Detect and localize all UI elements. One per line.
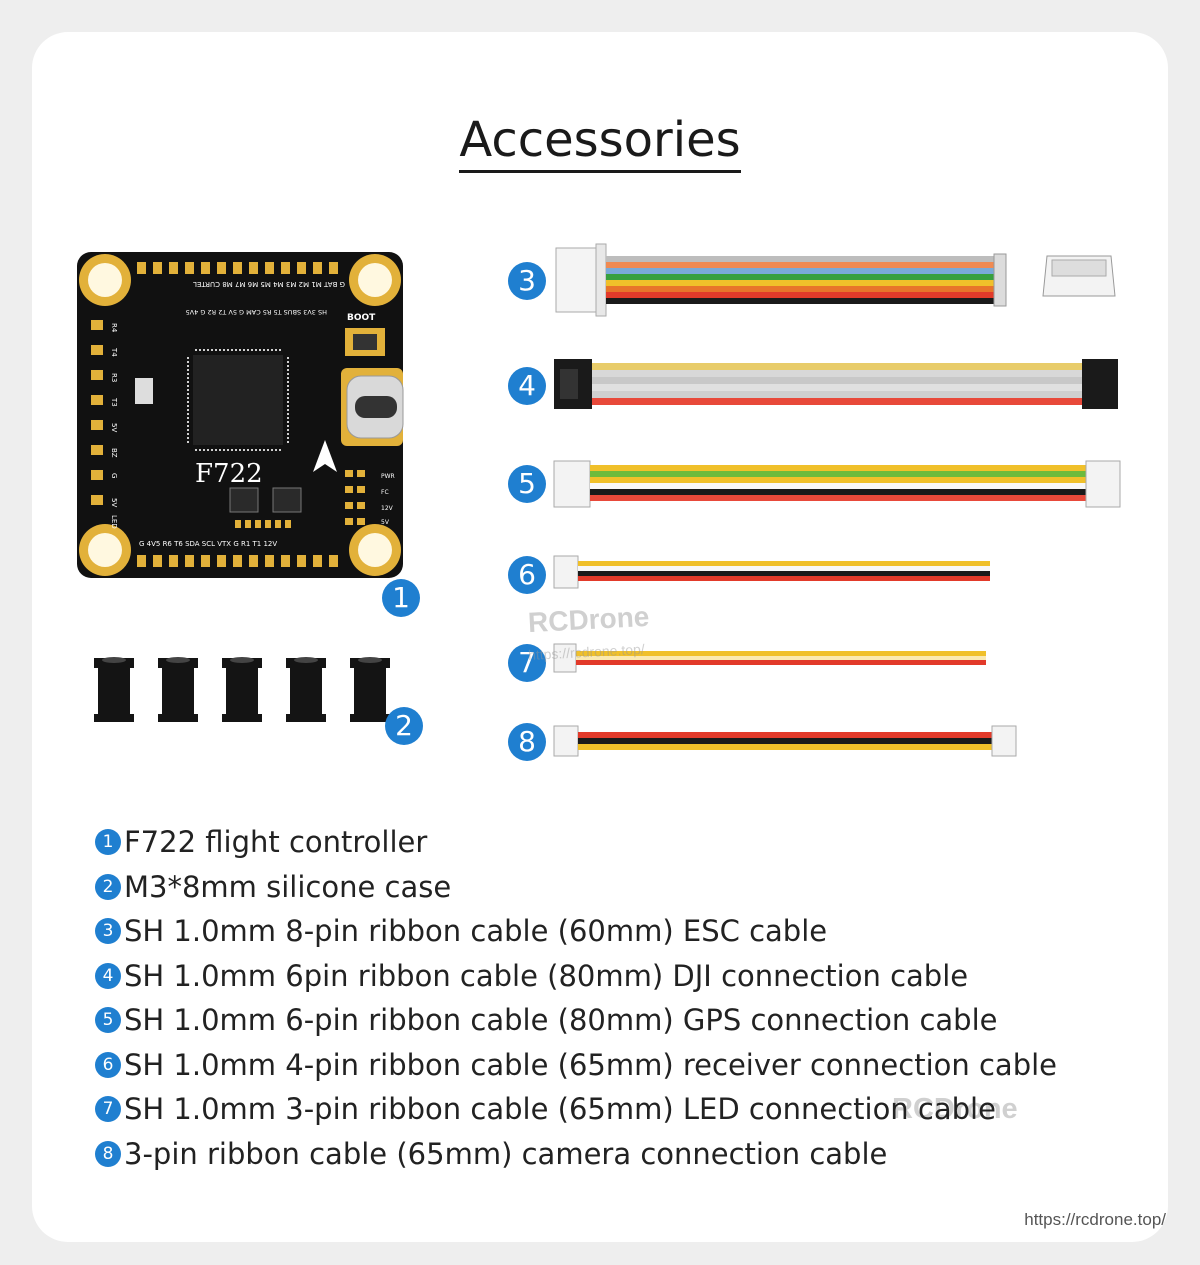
left-pin: G xyxy=(110,473,118,478)
item-text: SH 1.0mm 8-pin ribbon cable (60mm) ESC c… xyxy=(124,914,828,948)
item-text: F722 flight controller xyxy=(124,825,428,859)
item-text: SH 1.0mm 3-pin ribbon cable (65mm) LED c… xyxy=(124,1092,996,1126)
flight-controller-image: BOOT F722 G BAT M1 M2 M3 M4 M5 M6 M7 M8 … xyxy=(77,252,404,578)
right-pin: 5V xyxy=(381,519,390,526)
item-number: 5 xyxy=(95,1007,121,1034)
watermark-brand: RCDrone xyxy=(527,600,651,639)
right-pin: 12V xyxy=(381,505,394,512)
silicone-cases-image xyxy=(94,657,390,722)
left-pin: BZ xyxy=(110,448,118,458)
left-pin: R3 xyxy=(110,373,118,382)
left-pin: LED xyxy=(110,515,118,529)
badge-1: 1 xyxy=(382,579,420,617)
cable-3-image xyxy=(555,243,1116,317)
right-pin: PWR xyxy=(381,473,395,480)
left-pin: R4 xyxy=(110,323,118,333)
item-number: 2 xyxy=(95,873,121,900)
board-bottom-pins: G 4V5 R6 T6 SDA SCL VTX G R1 T1 12V xyxy=(139,540,277,548)
cable-5-image xyxy=(553,460,1121,508)
boot-label: BOOT xyxy=(347,313,376,323)
badge-7: 7 xyxy=(508,644,546,682)
left-pin: T3 xyxy=(110,397,118,407)
footer-url: https://rcdrone.top/ xyxy=(1024,1210,1166,1229)
item-number: 8 xyxy=(95,1140,121,1167)
left-pin: 5V xyxy=(110,498,118,507)
item-number: 3 xyxy=(95,918,121,945)
badge-8: 8 xyxy=(508,723,546,761)
item-text: SH 1.0mm 4-pin ribbon cable (65mm) recei… xyxy=(124,1047,1058,1082)
board-second-row: HS 3V3 SBUS T5 R5 CAM G 5V T2 R2 G 4V5 xyxy=(186,308,327,316)
badge-6: 6 xyxy=(508,556,546,594)
item-number: 6 xyxy=(95,1051,121,1078)
item-text: SH 1.0mm 6-pin ribbon cable (80mm) GPS c… xyxy=(124,1003,998,1037)
board-top-pins: G BAT M1 M2 M3 M4 M5 M6 M7 M8 CURTEL xyxy=(193,280,345,288)
item-number: 1 xyxy=(95,829,121,856)
item-text: M3*8mm silicone case xyxy=(124,869,452,904)
item-number: 4 xyxy=(95,962,121,989)
watermark-brand-2: RCDrone xyxy=(892,1093,1018,1125)
item-text: 3-pin ribbon cable (65mm) camera connect… xyxy=(124,1136,888,1171)
board-model-label: F722 xyxy=(195,459,263,489)
item-number: 7 xyxy=(95,1096,121,1123)
cable-4-image xyxy=(554,359,1118,409)
badge-4: 4 xyxy=(508,367,546,405)
left-pin: T4 xyxy=(110,347,118,357)
right-pin: FC xyxy=(381,489,389,496)
cable-6-image xyxy=(553,555,990,589)
cable-7-image xyxy=(553,643,986,673)
badge-3: 3 xyxy=(508,262,546,300)
content-card xyxy=(32,32,1168,1242)
cable-8-image xyxy=(553,725,1017,757)
page-title: Accessories xyxy=(0,112,1200,173)
badge-2: 2 xyxy=(385,707,423,745)
item-text: SH 1.0mm 6pin ribbon cable (80mm) DJI co… xyxy=(124,958,969,993)
left-pin: 5V xyxy=(110,423,118,432)
badge-5: 5 xyxy=(508,465,546,503)
